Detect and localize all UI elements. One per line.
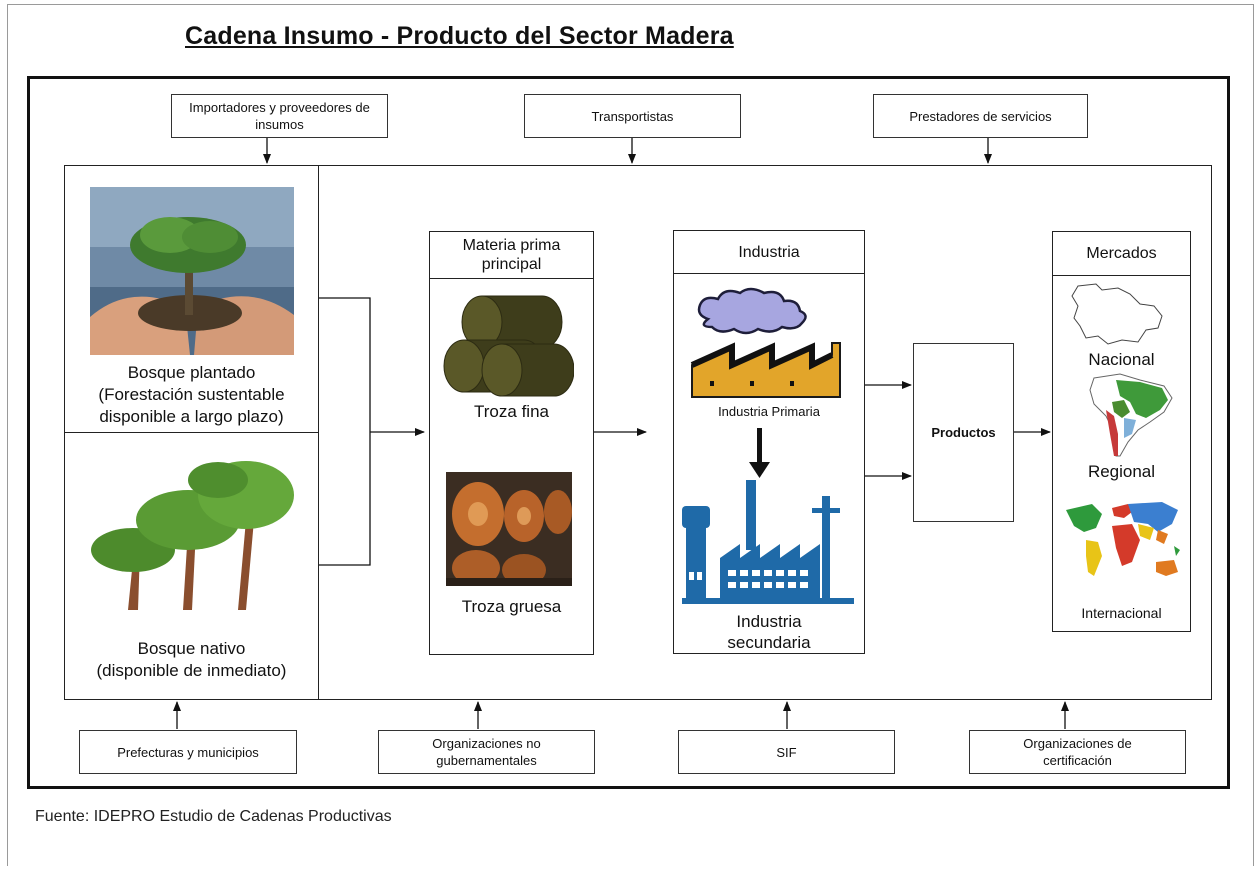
bosque-plantado-desc-1: (Forestación sustentable: [98, 385, 285, 404]
materia-prima-header: Materia prima principal: [430, 232, 593, 279]
world-map-icon: [1066, 502, 1180, 576]
outer-frame: [7, 4, 1254, 866]
prestadores-box: Prestadores de servicios: [873, 94, 1088, 138]
industria-secundaria-icon: [682, 480, 854, 604]
industria-secundaria-line2: secundaria: [727, 633, 811, 652]
thick-logs-image: [446, 472, 572, 586]
bosque-plantado-desc-2: disponible a largo plazo): [99, 407, 284, 426]
transportistas-box: Transportistas: [524, 94, 741, 138]
hands-seedling-image: [90, 187, 294, 355]
productos-label: Productos: [931, 425, 996, 440]
certificacion-box: Organizaciones de certificación: [969, 730, 1186, 774]
importadores-label: Importadores y proveedores de insumos: [189, 100, 370, 132]
mercado-internacional-label: Internacional: [1081, 605, 1162, 621]
diagram-title: Cadena Insumo - Producto del Sector Made…: [185, 22, 734, 50]
industria-header: Industria: [674, 231, 864, 274]
prefecturas-label: Prefecturas y municipios: [117, 744, 259, 760]
ong-label: Organizaciones no gubernamentales: [432, 736, 541, 768]
sif-box: SIF: [678, 730, 895, 774]
troza-gruesa-label: Troza gruesa: [461, 597, 562, 616]
bolivia-map-icon: [1071, 283, 1163, 345]
bosque-nativo-title: Bosque nativo: [137, 639, 246, 658]
industria-primaria-icon: [690, 287, 841, 398]
mercados-header: Mercados: [1053, 232, 1190, 276]
certificacion-label: Organizaciones de certificación: [1023, 736, 1132, 768]
bosque-plantado-label: Bosque plantado (Forestación sustentable…: [64, 362, 319, 428]
bosque-nativo-desc: (disponible de inmediato): [96, 661, 287, 680]
sif-label: SIF: [776, 744, 797, 760]
source-note: Fuente: IDEPRO Estudio de Cadenas Produc…: [35, 808, 392, 825]
south-america-map-icon: [1089, 373, 1173, 457]
native-trees-image: [88, 450, 298, 610]
industria-primaria-label: Industria Primaria: [718, 404, 820, 419]
bosque-nativo-label: Bosque nativo (disponible de inmediato): [64, 638, 319, 682]
productos-box: Productos: [913, 343, 1014, 522]
ong-box: Organizaciones no gubernamentales: [378, 730, 595, 774]
prestadores-label: Prestadores de servicios: [909, 108, 1052, 124]
industria-secundaria-line1: Industria: [736, 612, 802, 631]
main-border: [27, 76, 1230, 789]
importadores-box: Importadores y proveedores de insumos: [171, 94, 388, 138]
prefecturas-box: Prefecturas y municipios: [79, 730, 297, 774]
materia-prima-header-1: Materia prima: [462, 237, 561, 254]
thin-logs-image: [443, 295, 574, 397]
bosques-divider: [64, 432, 319, 433]
bosques-bracket: [319, 297, 371, 566]
troza-fina-label: Troza fina: [474, 402, 549, 421]
mercado-regional-label: Regional: [1087, 462, 1156, 481]
arrow-primaria-secundaria: [749, 428, 770, 478]
industria-secundaria-label: Industria secundaria: [673, 611, 865, 653]
transportistas-label: Transportistas: [591, 108, 674, 124]
mercado-nacional-label: Nacional: [1088, 350, 1155, 369]
bosque-plantado-title: Bosque plantado: [127, 363, 256, 382]
materia-prima-header-2: principal: [481, 256, 542, 273]
